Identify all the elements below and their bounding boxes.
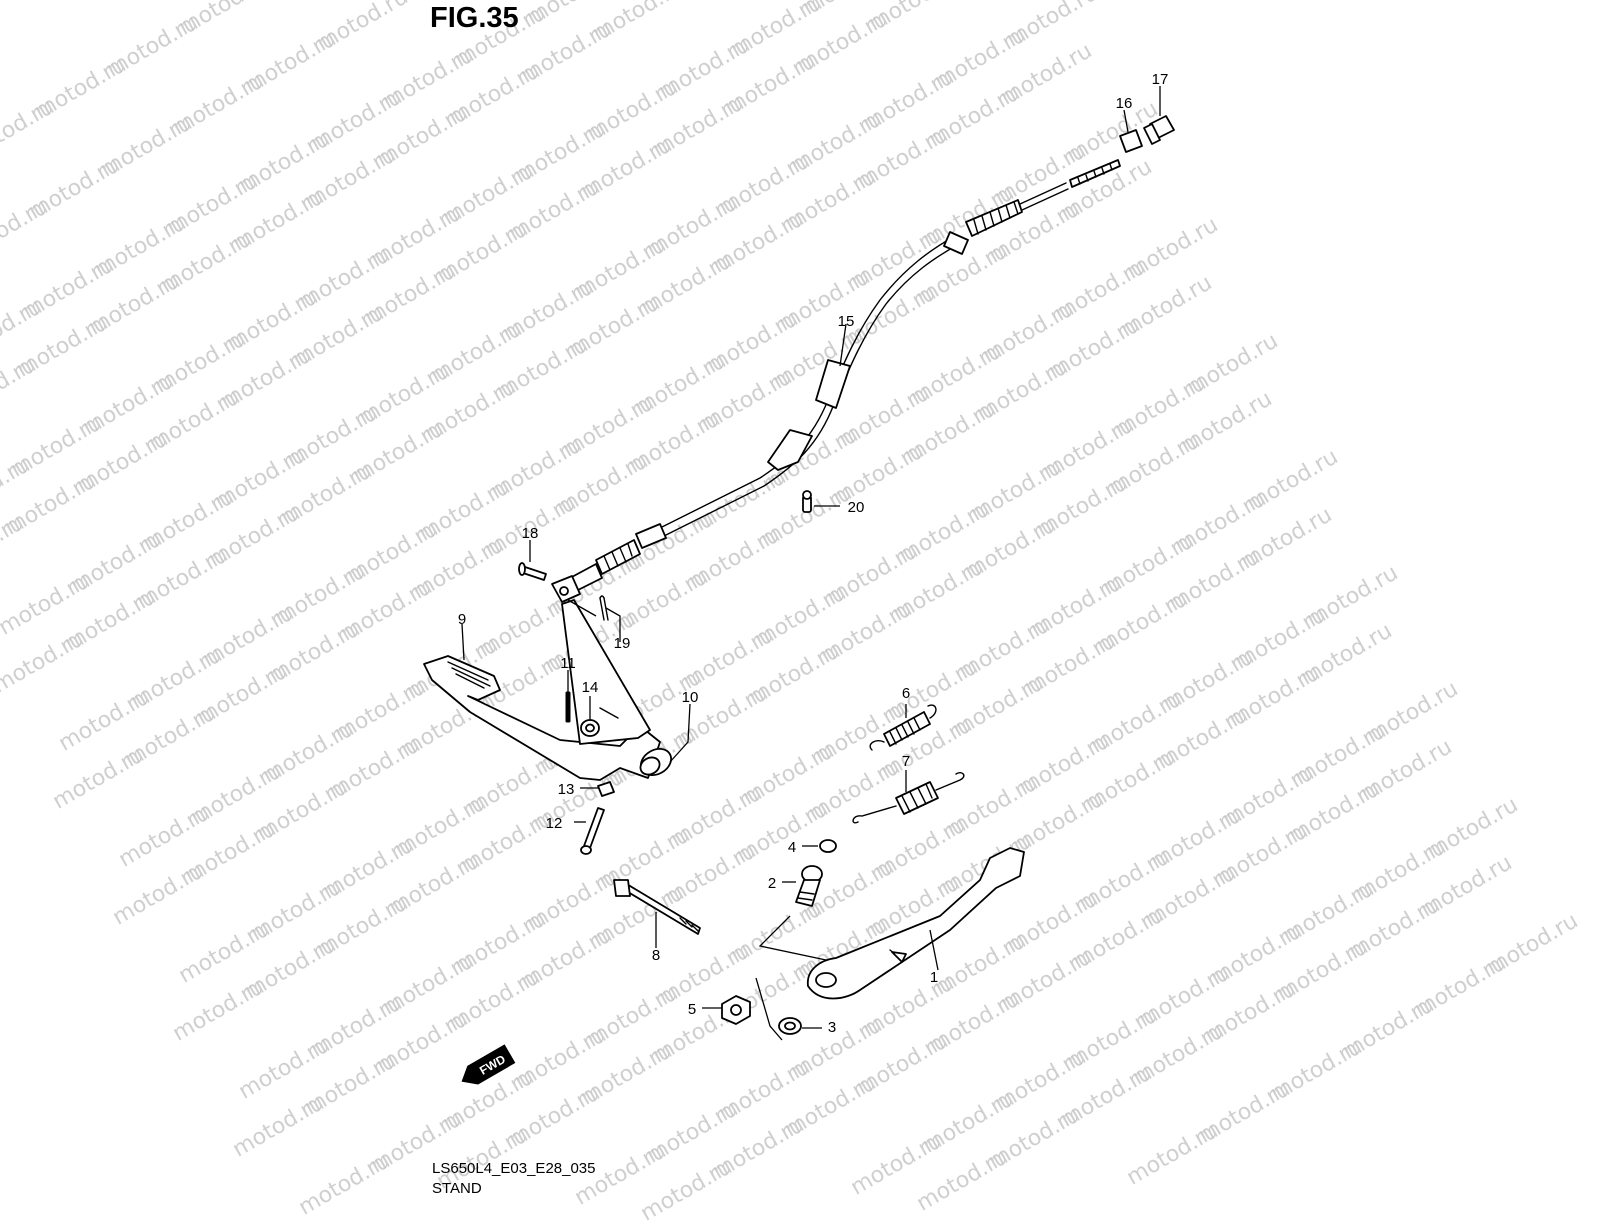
callout-9: 9 (458, 611, 466, 628)
callout-20: 20 (848, 499, 865, 516)
callout-3: 3 (828, 1019, 836, 1036)
assembly-leader-clevis (567, 599, 597, 617)
nut-5[interactable] (721, 995, 751, 1025)
callout-11: 11 (560, 655, 576, 672)
callout-7: 7 (902, 753, 910, 770)
assembly-leader-stand (758, 915, 827, 961)
cap-4[interactable] (819, 839, 837, 853)
callout-14: 14 (582, 679, 599, 696)
washer-14[interactable] (580, 719, 600, 737)
clevis-pin-18[interactable] (518, 562, 547, 581)
bolt-20[interactable] (802, 490, 812, 513)
callout-labels: 1 2 3 4 5 6 7 8 9 10 11 12 13 14 15 16 1… (458, 71, 1169, 1036)
callout-12: 12 (546, 815, 563, 832)
figure-title: FIG.35 (430, 2, 519, 34)
callout-18: 18 (522, 525, 539, 542)
cap-16[interactable] (1119, 129, 1143, 153)
assembly-leader-nut (755, 977, 783, 1041)
spring-7[interactable] (852, 771, 965, 824)
callout-10: 10 (682, 689, 699, 706)
callout-2: 2 (768, 875, 776, 892)
callout-8: 8 (652, 947, 660, 964)
callout-13: 13 (558, 781, 575, 798)
figure-name: STAND (432, 1180, 482, 1197)
leader-lines (461, 86, 1161, 1029)
brake-cable[interactable] (551, 159, 1121, 603)
callout-17: 17 (1152, 71, 1169, 88)
callout-6: 6 (902, 685, 910, 702)
figure-code: LS650L4_E03_E28_035 (432, 1160, 596, 1177)
callout-5: 5 (688, 1001, 696, 1018)
pin-11[interactable] (565, 691, 571, 723)
parts-diagram: 1 2 3 4 5 6 7 8 9 10 11 12 13 14 15 16 1… (423, 71, 1175, 1085)
callout-16: 16 (1116, 95, 1133, 112)
spring-6[interactable] (869, 704, 937, 751)
forward-direction-arrow-icon: FWD (461, 1044, 516, 1085)
pivot-bolt-2[interactable] (795, 865, 823, 907)
brake-pedal[interactable] (423, 599, 661, 781)
bolt-12[interactable] (580, 807, 605, 855)
callout-15: 15 (838, 313, 855, 330)
callout-4: 4 (788, 839, 796, 856)
callout-1: 1 (930, 969, 938, 986)
washer-3[interactable] (778, 1017, 802, 1035)
long-bolt-8[interactable] (613, 879, 701, 935)
cotter-pin-19[interactable] (599, 595, 609, 621)
pivot-bushing-10[interactable] (636, 744, 676, 781)
side-stand[interactable] (807, 847, 1025, 1000)
callout-19: 19 (614, 635, 631, 652)
nut-13[interactable] (597, 781, 615, 797)
adjuster-nut-17[interactable] (1143, 115, 1175, 145)
